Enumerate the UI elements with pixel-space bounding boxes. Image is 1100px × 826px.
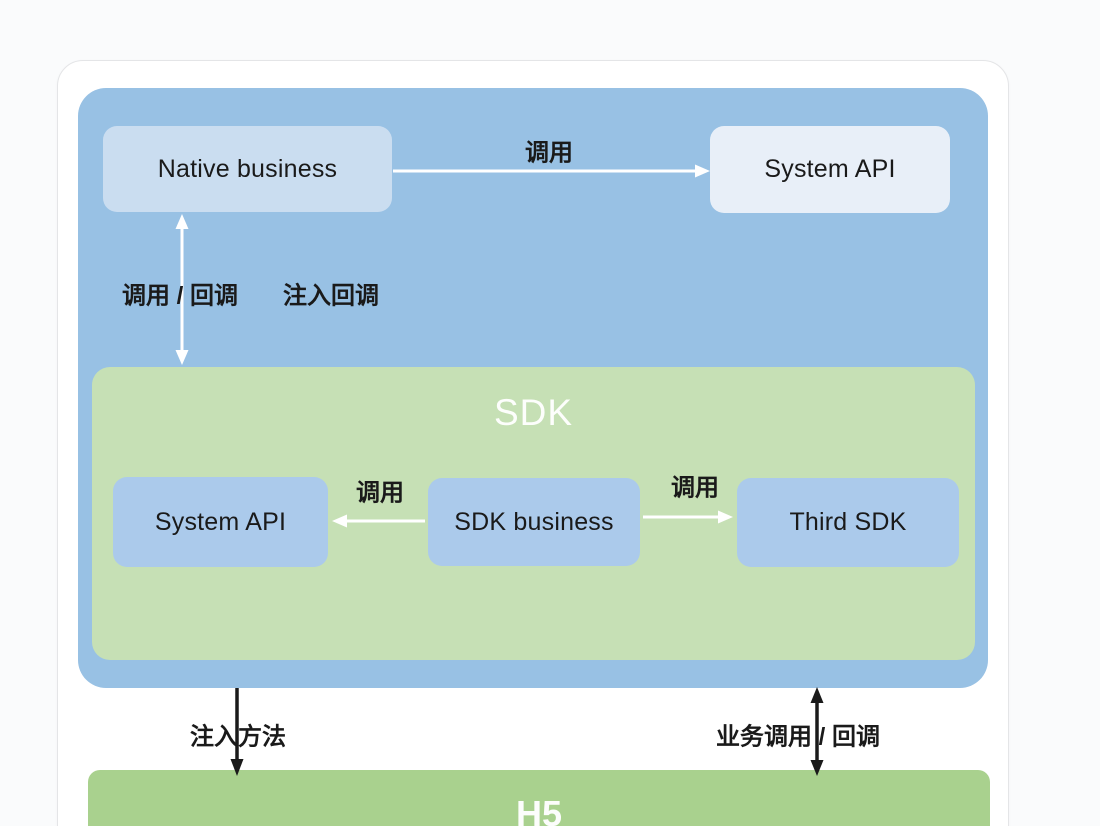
edge-label-inject-method: 注入方法: [190, 723, 286, 751]
node-sdk-system-api: System API: [113, 477, 328, 567]
h5-layer-container: H5: [88, 770, 990, 826]
sdk-layer-container: SDK System API SDK business Third SDK: [92, 367, 975, 660]
edge-label-business-call-callback: 业务调用 / 回调: [715, 723, 881, 751]
node-sdk-system-api-label: System API: [154, 507, 287, 536]
edge-label-sdk-call-right: 调用: [671, 474, 719, 502]
edge-label-inject-callback: 注入回调: [283, 282, 379, 310]
sdk-layer-title: SDK: [493, 392, 574, 433]
h5-layer-title: H5: [515, 793, 563, 826]
node-native-business-label: Native business: [157, 154, 338, 183]
node-sdk-business-label: SDK business: [454, 507, 614, 536]
node-third-sdk-label: Third SDK: [789, 508, 907, 536]
node-native-business: Native business: [103, 126, 392, 212]
edge-label-call-top: 调用: [525, 139, 573, 167]
node-system-api-top: System API: [710, 126, 950, 213]
node-system-api-top-label: System API: [764, 155, 896, 183]
node-third-sdk: Third SDK: [737, 478, 959, 567]
edge-label-sdk-call-left: 调用: [356, 479, 404, 507]
edge-label-call-callback: 调用 / 回调: [121, 282, 239, 310]
node-sdk-business: SDK business: [428, 478, 640, 566]
